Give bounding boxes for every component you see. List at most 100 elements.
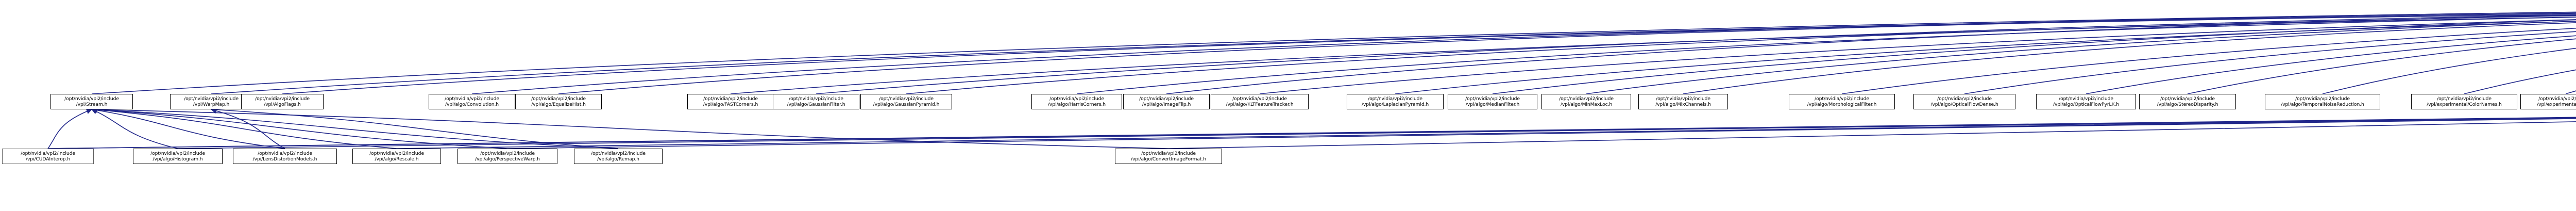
node-path-line-1: /opt/nvidia/vpi2/include — [255, 95, 310, 102]
graph-edge — [2187, 38, 2576, 94]
graph-edge — [558, 12, 2576, 94]
graph-node-rescale[interactable]: /opt/nvidia/vpi2/include/vpi/algo/Rescal… — [352, 149, 441, 164]
graph-node-warpmap[interactable]: /opt/nvidia/vpi2/include/vpi/WarpMap.h — [170, 94, 252, 109]
graph-node-tempnoise[interactable]: /opt/nvidia/vpi2/include/vpi/algo/Tempor… — [2265, 94, 2380, 109]
graph-node-gaussianpyr[interactable]: /opt/nvidia/vpi2/include/vpi/algo/Gaussi… — [860, 94, 952, 109]
graph-node-medianfilter[interactable]: /opt/nvidia/vpi2/include/vpi/algo/Median… — [1448, 94, 1537, 109]
graph-node-remap[interactable]: /opt/nvidia/vpi2/include/vpi/algo/Remap.… — [574, 149, 663, 164]
node-path-line-2: /vpi/algo/MinMaxLoc.h — [1560, 102, 1613, 107]
node-path-line-2: /vpi/algo/GaussianPyramid.h — [873, 102, 940, 107]
graph-edge — [1586, 21, 2576, 94]
graph-node-opticaldense[interactable]: /opt/nvidia/vpi2/include/vpi/algo/Optica… — [1913, 94, 2015, 109]
node-path-line-1: /opt/nvidia/vpi2/include — [369, 150, 424, 156]
graph-edge — [210, 107, 619, 149]
node-path-line-2: /vpi/algo/GaussianFilter.h — [787, 102, 845, 107]
graph-edge — [1683, 22, 2576, 94]
node-path-line-1: /opt/nvidia/vpi2/include — [1937, 95, 1992, 102]
graph-node-convolution[interactable]: /opt/nvidia/vpi2/include/vpi/algo/Convol… — [429, 94, 515, 109]
graph-node-fastcorners[interactable]: /opt/nvidia/vpi2/include/vpi/algo/FASTCo… — [687, 94, 774, 109]
node-path-line-2: /vpi/algo/KLTFeatureTracker.h — [1226, 102, 1294, 107]
graph-node-imageflip[interactable]: /opt/nvidia/vpi2/include/vpi/algo/ImageF… — [1123, 94, 1210, 109]
node-path-line-2: /vpi/algo/EqualizeHist.h — [531, 102, 586, 107]
node-path-line-2: /vpi/algo/Remap.h — [597, 156, 639, 162]
node-path-line-2: /vpi/algo/OpticalFlowDense.h — [1930, 102, 1998, 107]
graph-edge — [906, 15, 2576, 94]
node-path-line-1: /opt/nvidia/vpi2/include — [2538, 95, 2576, 102]
node-path-line-1: /opt/nvidia/vpi2/include — [258, 150, 312, 156]
graph-edge — [1076, 17, 2576, 94]
graph-node-colornames[interactable]: /opt/nvidia/vpi2/include/vpi/experimenta… — [2411, 94, 2517, 109]
node-path-line-1: /opt/nvidia/vpi2/include — [64, 95, 119, 102]
graph-edge — [91, 107, 285, 149]
graph-edge — [91, 11, 2576, 94]
graph-edge — [1964, 31, 2576, 94]
node-path-line-2: /vpi/algo/OpticalFlowPyrLK.h — [2053, 102, 2119, 107]
node-path-line-2: /vpi/algo/MixChannels.h — [1655, 102, 1711, 107]
node-path-line-1: /opt/nvidia/vpi2/include — [21, 150, 75, 156]
node-path-line-2: /vpi/algo/MorphologicalFilter.h — [1807, 102, 1877, 107]
graph-node-lensdistortion[interactable]: /opt/nvidia/vpi2/include/vpi/LensDistort… — [233, 149, 337, 164]
graph-node-kltfeature[interactable]: /opt/nvidia/vpi2/include/vpi/algo/KLTFea… — [1211, 94, 1309, 109]
node-path-line-2: /vpi/experimental/ColorNames.h — [2427, 102, 2502, 107]
node-path-line-1: /opt/nvidia/vpi2/include — [2059, 95, 2113, 102]
graph-edge — [91, 106, 1169, 149]
graph-node-stereodisp[interactable]: /opt/nvidia/vpi2/include/vpi/algo/Stereo… — [2139, 94, 2236, 109]
graph-edge — [210, 108, 285, 149]
graph-edge — [211, 13, 2576, 94]
node-path-line-1: /opt/nvidia/vpi2/include — [480, 150, 535, 156]
node-path-line-1: /opt/nvidia/vpi2/include — [1139, 95, 1194, 102]
node-path-line-1: /opt/nvidia/vpi2/include — [1368, 95, 1422, 102]
node-path-line-2: /vpi/algo/FASTCorners.h — [703, 102, 758, 107]
node-path-line-2: /vpi/algo/MedianFilter.h — [1465, 102, 1520, 107]
graph-node-morphfilter[interactable]: /opt/nvidia/vpi2/include/vpi/algo/Morpho… — [1789, 94, 1895, 109]
graph-edge — [47, 116, 2576, 149]
graph-edge — [2565, 90, 2576, 94]
node-path-line-1: /opt/nvidia/vpi2/include — [1049, 95, 1104, 102]
node-path-line-1: /opt/nvidia/vpi2/include — [1559, 95, 1614, 102]
graph-edge — [47, 108, 93, 149]
graph-edge — [396, 116, 2576, 149]
graph-node-stream[interactable]: /opt/nvidia/vpi2/include/vpi/Stream.h — [50, 94, 133, 109]
graph-edge — [1259, 19, 2576, 94]
graph-node-equalizehist[interactable]: /opt/nvidia/vpi2/include/vpi/algo/Equali… — [515, 94, 602, 109]
graph-node-perspwarp[interactable]: /opt/nvidia/vpi2/include/vpi/algo/Perspe… — [457, 149, 557, 164]
node-path-line-1: /opt/nvidia/vpi2/include — [789, 95, 843, 102]
graph-node-mixchannels[interactable]: /opt/nvidia/vpi2/include/vpi/algo/MixCha… — [1638, 94, 1728, 109]
graph-edge — [1841, 27, 2576, 94]
graph-edge — [816, 14, 2576, 94]
graph-node-opticalpyrlk[interactable]: /opt/nvidia/vpi2/include/vpi/algo/Optica… — [2036, 94, 2136, 109]
node-path-line-1: /opt/nvidia/vpi2/include — [2295, 95, 2350, 102]
node-path-line-2: /vpi/algo/StereoDisparity.h — [2157, 102, 2218, 107]
graph-node-minmaxloc[interactable]: /opt/nvidia/vpi2/include/vpi/algo/MinMax… — [1541, 94, 1631, 109]
graph-edge — [471, 11, 2576, 94]
node-path-line-2: /vpi/LensDistortionModels.h — [252, 156, 317, 162]
graph-edge — [2464, 69, 2576, 94]
node-path-line-1: /opt/nvidia/vpi2/include — [1232, 95, 1287, 102]
graph-edge — [47, 115, 2576, 149]
graph-node-harriscorners[interactable]: /opt/nvidia/vpi2/include/vpi/algo/Harris… — [1031, 94, 1122, 109]
graph-node-histogram[interactable]: /opt/nvidia/vpi2/include/vpi/algo/Histog… — [133, 149, 223, 164]
node-path-line-2: /vpi/algo/Convolution.h — [445, 102, 499, 107]
graph-edge — [91, 108, 178, 149]
graph-edge — [177, 115, 2576, 149]
graph-node-convertimgfmt[interactable]: /opt/nvidia/vpi2/include/vpi/algo/Conver… — [1115, 149, 1222, 164]
graph-node-hog[interactable]: /opt/nvidia/vpi2/include/vpi/experimenta… — [2520, 94, 2576, 109]
node-path-line-2: /vpi/algo/Rescale.h — [375, 156, 419, 162]
node-path-line-1: /opt/nvidia/vpi2/include — [591, 150, 646, 156]
graph-node-algoflags[interactable]: /opt/nvidia/vpi2/include/vpi/AlgoFlags.h — [241, 94, 324, 109]
node-path-line-1: /opt/nvidia/vpi2/include — [1656, 95, 1710, 102]
node-path-line-1: /opt/nvidia/vpi2/include — [703, 95, 758, 102]
node-path-line-2: /vpi/AlgoFlags.h — [264, 102, 301, 107]
node-path-line-2: /vpi/algo/PerspectiveWarp.h — [475, 156, 540, 162]
node-path-line-1: /opt/nvidia/vpi2/include — [445, 95, 499, 102]
node-path-line-2: /vpi/Stream.h — [76, 102, 108, 107]
node-path-line-2: /vpi/algo/HarrisCorners.h — [1048, 102, 1106, 107]
node-path-line-1: /opt/nvidia/vpi2/include — [1815, 95, 1869, 102]
graph-node-cudainterop[interactable]: /opt/nvidia/vpi2/include/vpi/CUDAInterop… — [2, 149, 94, 164]
node-path-line-1: /opt/nvidia/vpi2/include — [2437, 95, 2492, 102]
node-path-line-1: /opt/nvidia/vpi2/include — [184, 95, 239, 102]
graph-node-laplacianpyr[interactable]: /opt/nvidia/vpi2/include/vpi/algo/Laplac… — [1347, 94, 1444, 109]
graph-edge — [1168, 119, 2576, 149]
graph-node-gaussianfilter[interactable]: /opt/nvidia/vpi2/include/vpi/algo/Gaussi… — [773, 94, 859, 109]
